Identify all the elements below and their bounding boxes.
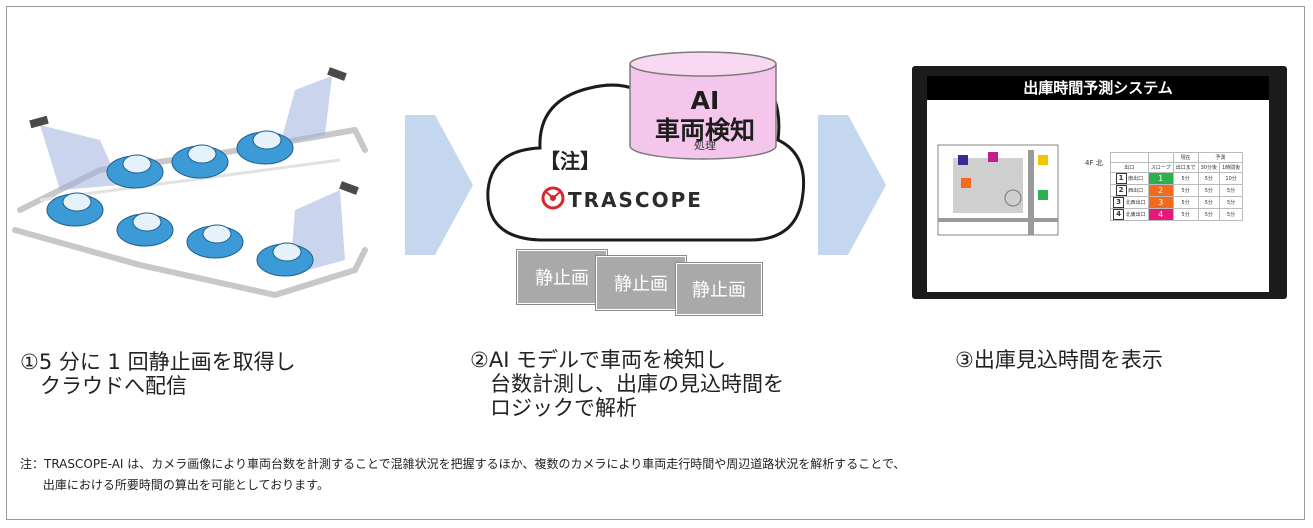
- m30-cell: 5分: [1197, 208, 1221, 221]
- table-row: 3 北西出口 3 5分 5分 5分: [1110, 196, 1244, 209]
- car-icon: [171, 144, 229, 179]
- table-row: 1 南出口 1 5分 5分 10分: [1110, 172, 1244, 185]
- car-icon: [236, 130, 294, 165]
- floor-label: 4F 北: [1085, 159, 1103, 167]
- th-top: 現在: [1172, 152, 1199, 163]
- th-1h: 1時間後: [1218, 162, 1244, 173]
- th-exit: 出口: [1110, 162, 1149, 173]
- camera-icon: [327, 67, 347, 81]
- exit-number: 2: [1115, 185, 1127, 196]
- ai-detection-label: AI 車両検知: [630, 86, 780, 146]
- exit-cell: 4 北東出口: [1110, 208, 1149, 221]
- ai-subtitle: 処理: [694, 141, 716, 151]
- car-icon: [186, 224, 244, 259]
- exit-number: 4: [1113, 209, 1124, 220]
- car-icon: [256, 242, 314, 277]
- table-row: 2 西出口 2 5分 5分 5分: [1110, 184, 1244, 197]
- footnote: 注：TRASCOPE-AI は、カメラ画像により車両台数を計測することで混雑状況…: [20, 457, 906, 492]
- car-icon: [116, 212, 174, 247]
- still-image-card: 静止画: [596, 256, 686, 310]
- step-1-caption: ①5 分に 1 回静止画を取得し クラウドへ配信: [20, 350, 296, 398]
- th-top: [1147, 152, 1174, 163]
- trascope-logo-icon: [541, 186, 565, 210]
- h1-cell: 10分: [1218, 172, 1244, 185]
- database-icon: [629, 51, 777, 160]
- note-mark: 【注】: [540, 149, 600, 173]
- th-30m: 30分後: [1197, 162, 1221, 173]
- step-3-caption: ③出庫見込時間を表示: [955, 348, 1163, 372]
- exit-name: 西出口: [1128, 188, 1144, 194]
- slope-cell: 1: [1147, 172, 1174, 185]
- arrow-1: [405, 115, 473, 255]
- th-top: [1110, 152, 1149, 163]
- floor-map: [937, 144, 1059, 236]
- m30-cell: 5分: [1197, 184, 1221, 197]
- exit-number: 1: [1115, 173, 1127, 184]
- slope-cell: 4: [1147, 208, 1174, 221]
- exit-cell: 1 南出口: [1110, 172, 1149, 185]
- camera-icon: [339, 181, 359, 195]
- car-icon: [106, 154, 164, 189]
- still-image-card: 静止画: [676, 263, 762, 315]
- arrow-2: [818, 115, 886, 255]
- monitor-title: 出庫時間予測システム: [927, 76, 1269, 100]
- exit-name: 北西出口: [1125, 200, 1146, 206]
- th-now: 出口まで: [1172, 162, 1199, 173]
- th-top: 予測: [1197, 152, 1244, 163]
- h1-cell: 5分: [1218, 208, 1244, 221]
- exit-name: 南出口: [1128, 176, 1144, 182]
- m30-cell: 5分: [1197, 172, 1221, 185]
- car-icon: [46, 192, 104, 227]
- exit-cell: 3 北西出口: [1110, 196, 1149, 209]
- th-slope: スロープ: [1147, 162, 1174, 173]
- exit-cell: 2 西出口: [1110, 184, 1149, 197]
- now-cell: 5分: [1172, 184, 1199, 197]
- now-cell: 5分: [1172, 208, 1199, 221]
- slope-cell: 3: [1147, 196, 1174, 209]
- diagram-frame: [6, 6, 1305, 520]
- step-2-caption: ②AI モデルで車両を検知し 台数計測し、出庫の見込時間を ロジックで解析: [470, 348, 785, 420]
- h1-cell: 5分: [1218, 196, 1244, 209]
- trascope-brand: TRASCOPE: [568, 188, 703, 212]
- ai-title-line1: AI: [690, 86, 720, 115]
- exit-name: 北東出口: [1125, 212, 1146, 218]
- still-image-card: 静止画: [517, 250, 607, 304]
- now-cell: 5分: [1172, 196, 1199, 209]
- slope-cell: 2: [1147, 184, 1174, 197]
- h1-cell: 5分: [1218, 184, 1244, 197]
- exit-time-table: 現在 予測 出口 スロープ 出口まで 30分後 1時間後 1 南出口 1 5分 …: [1110, 152, 1244, 221]
- parking-lot-illustration: [12, 67, 368, 299]
- table-row: 4 北東出口 4 5分 5分 5分: [1110, 208, 1244, 221]
- exit-number: 3: [1113, 197, 1124, 208]
- m30-cell: 5分: [1197, 196, 1221, 209]
- camera-icon: [29, 115, 49, 129]
- now-cell: 5分: [1172, 172, 1199, 185]
- ai-title-line2: 車両検知: [654, 116, 755, 145]
